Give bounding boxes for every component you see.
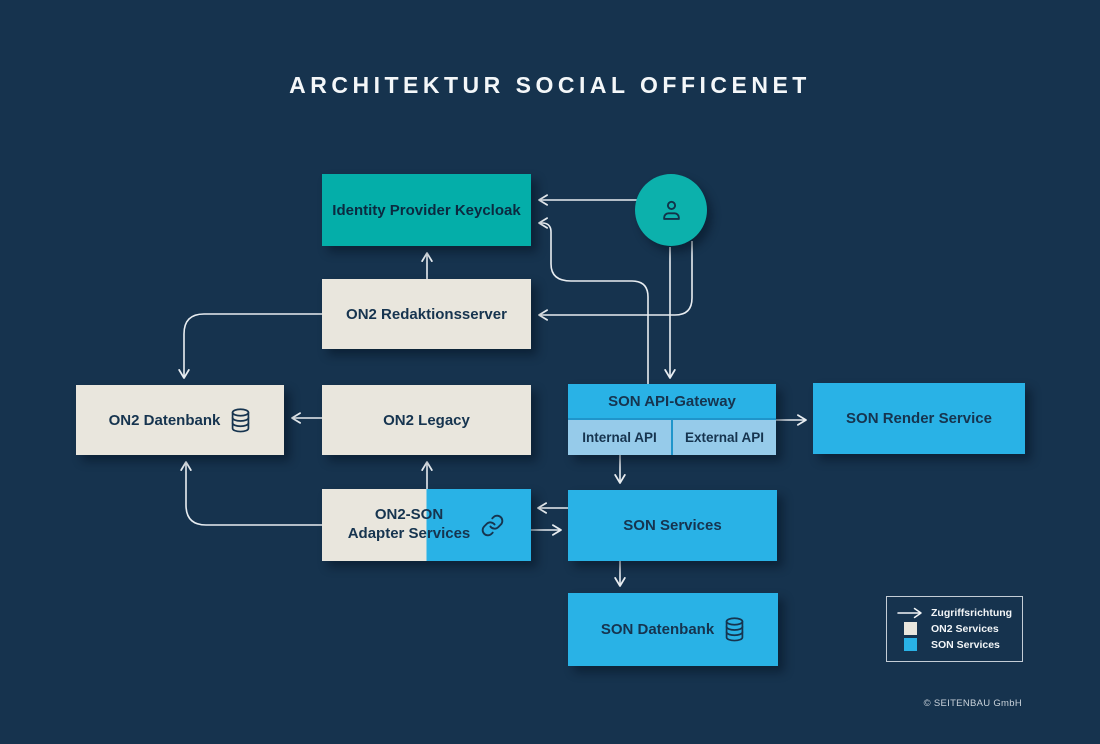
node-on2-son-adapter-services: ON2-SON Adapter Services xyxy=(322,489,531,561)
node-son-render-service: SON Render Service xyxy=(813,383,1025,454)
node-on2-datenbank: ON2 Datenbank xyxy=(76,385,284,455)
node-identity-provider-keycloak: Identity Provider Keycloak xyxy=(322,174,531,246)
adapter-label-line1: ON2-SON xyxy=(374,506,444,524)
api-gateway-title: SON API-Gateway xyxy=(608,392,736,410)
node-label: Identity Provider Keycloak xyxy=(332,201,521,219)
copyright-text: © SEITENBAU GmbH xyxy=(923,698,1022,709)
legend-label: ON2 Services xyxy=(931,622,999,635)
database-icon xyxy=(230,407,251,433)
legend-row-zugriffsrichtung: Zugriffsrichtung xyxy=(897,607,1012,619)
api-gateway-subrow: Internal API External API xyxy=(568,418,776,455)
page-title: ARCHITEKTUR SOCIAL OFFICENET xyxy=(289,72,811,98)
node-son-datenbank: SON Datenbank xyxy=(568,593,778,666)
user-icon xyxy=(658,197,685,224)
internal-api-cell: Internal API xyxy=(568,420,671,455)
node-label: ON2 Datenbank xyxy=(108,411,221,429)
node-label: ON2 Redaktionsserver xyxy=(346,305,507,323)
node-user xyxy=(635,174,707,246)
database-icon xyxy=(724,617,745,642)
edge-redaktionsserver-to-on2-datenbank xyxy=(178,313,322,379)
node-label: SON Datenbank xyxy=(600,621,715,638)
legend: Zugriffsrichtung ON2 Services SON Servic… xyxy=(886,596,1023,662)
arrow-icon xyxy=(897,607,923,619)
node-label: ON2 Legacy xyxy=(383,411,470,429)
node-label: SON Render Service xyxy=(846,410,992,427)
edge-user-to-redaktionsserver xyxy=(538,241,693,321)
edge-api-gateway-to-keycloak xyxy=(538,217,649,384)
son-swatch xyxy=(903,638,917,651)
node-label: SON Services xyxy=(623,517,722,534)
legend-row-on2-services: ON2 Services xyxy=(897,622,1012,635)
node-label: ON2-SON Adapter Services xyxy=(348,506,471,544)
edge-adapter-to-on2-datenbank xyxy=(180,461,322,526)
adapter-label-line2: Adapter Services xyxy=(347,525,471,542)
legend-label: SON Services xyxy=(931,638,1000,651)
on2-swatch xyxy=(903,622,917,635)
legend-row-son-services: SON Services xyxy=(897,638,1012,651)
legend-label: Zugriffsrichtung xyxy=(931,607,1013,619)
node-son-api-gateway: SON API-Gateway Internal API External AP… xyxy=(568,384,776,455)
external-api-cell: External API xyxy=(671,420,776,455)
node-on2-redaktionsserver: ON2 Redaktionsserver xyxy=(322,279,531,349)
node-son-services: SON Services xyxy=(568,490,777,561)
node-on2-legacy: ON2 Legacy xyxy=(322,385,531,455)
link-icon xyxy=(480,513,505,538)
